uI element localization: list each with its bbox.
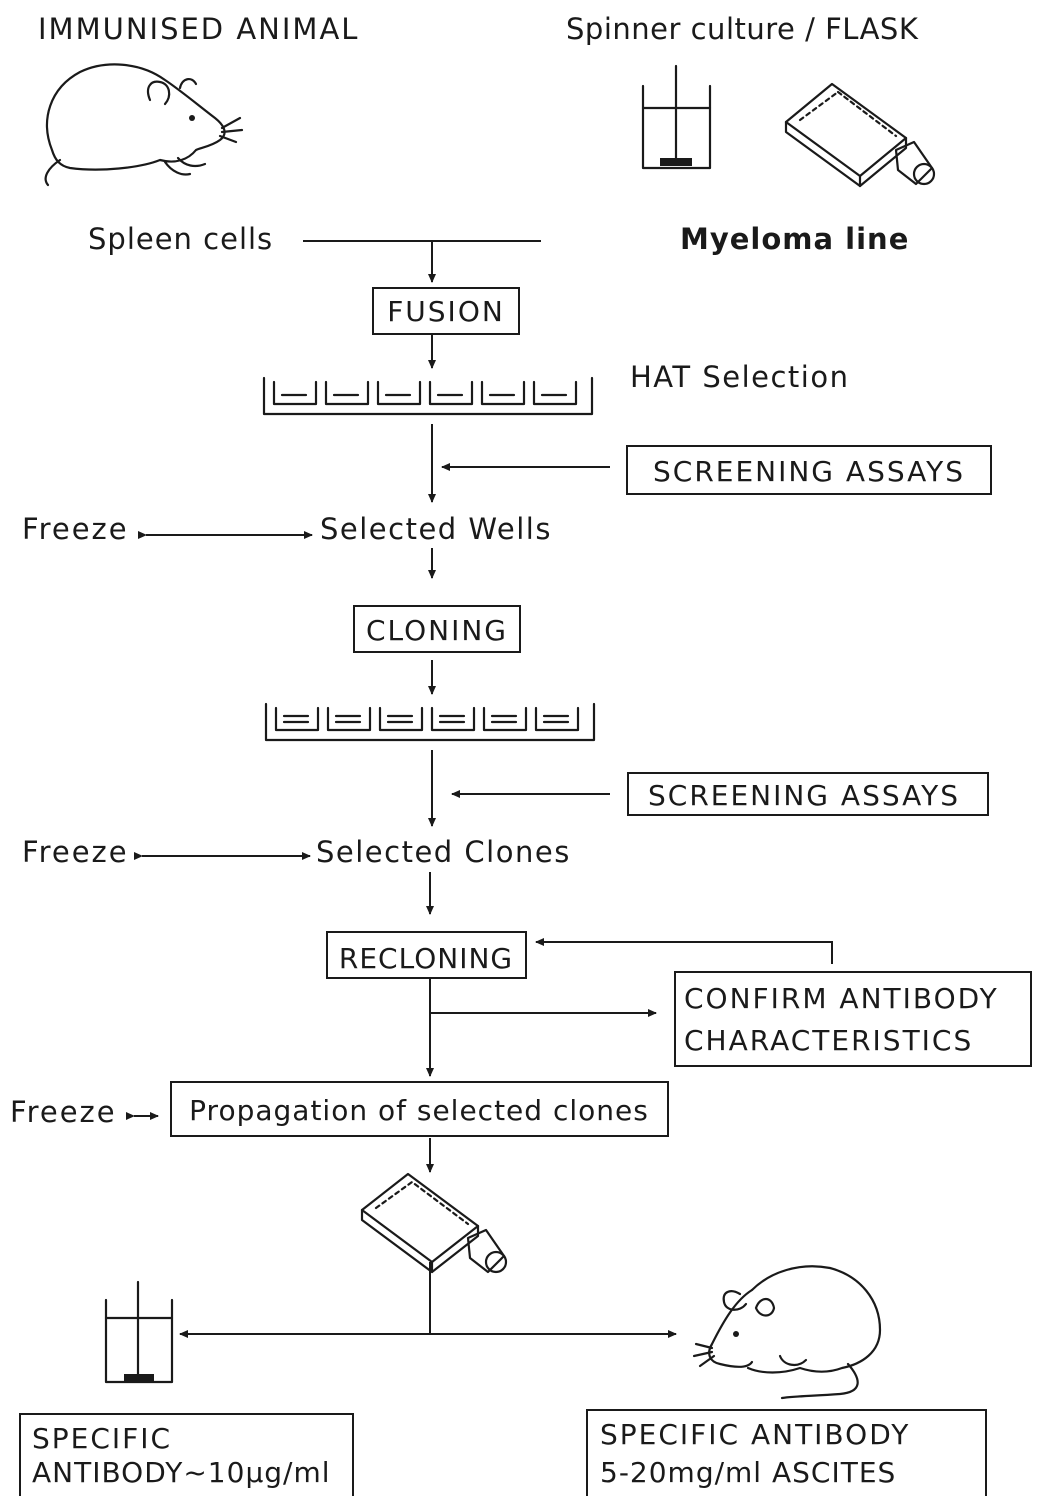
confirm-box bbox=[674, 971, 1032, 1067]
flask-icon bbox=[360, 1172, 508, 1274]
freeze-label-1: Freeze bbox=[22, 512, 129, 546]
immunised-animal-label: IMMUNISED ANIMAL bbox=[38, 12, 359, 46]
screening-label-2: SCREENING ASSAYS bbox=[648, 779, 960, 812]
screening-box-2 bbox=[627, 772, 989, 816]
spinner-culture-icon bbox=[104, 1280, 174, 1384]
reclone-feedback-arrow bbox=[535, 938, 833, 964]
specific-right-line2: 5-20mg/ml ASCITES bbox=[600, 1456, 896, 1489]
screening-label-1: SCREENING ASSAYS bbox=[653, 455, 965, 488]
propagation-label: Propagation of selected clones bbox=[189, 1094, 649, 1127]
spinner-flask-label: Spinner culture / FLASK bbox=[566, 12, 919, 46]
flask-icon bbox=[784, 82, 936, 188]
cloning-label: CLONING bbox=[366, 614, 508, 647]
selected-wells-label: Selected Wells bbox=[320, 512, 552, 546]
confirm-label-line1: CONFIRM ANTIBODY bbox=[684, 982, 999, 1015]
propagation-box bbox=[170, 1081, 669, 1137]
recloning-label: RECLONING bbox=[339, 942, 513, 975]
spinner-culture-icon bbox=[641, 64, 712, 170]
spleen-cells-label: Spleen cells bbox=[88, 222, 273, 256]
selected-clones-label: Selected Clones bbox=[316, 835, 571, 869]
mouse-ascites-icon bbox=[692, 1265, 882, 1400]
fusion-label: FUSION bbox=[387, 295, 505, 328]
recloning-box bbox=[326, 931, 527, 979]
confirm-label-line2: CHARACTERISTICS bbox=[684, 1024, 973, 1057]
fusion-box bbox=[372, 287, 520, 335]
screening-box-1 bbox=[626, 445, 992, 495]
specific-right-line1: SPECIFIC ANTIBODY bbox=[600, 1418, 910, 1451]
mouse-icon bbox=[44, 63, 244, 187]
myeloma-line-label: Myeloma line bbox=[680, 222, 909, 256]
specific-left-line1: SPECIFIC bbox=[32, 1422, 172, 1455]
cloning-box bbox=[353, 605, 521, 653]
well-plate-icon bbox=[262, 376, 594, 416]
well-plate-icon bbox=[264, 702, 596, 742]
freeze-label-2: Freeze bbox=[22, 835, 129, 869]
specific-antibody-right-box bbox=[586, 1409, 987, 1496]
hat-selection-label: HAT Selection bbox=[630, 360, 849, 394]
specific-left-line2: ANTIBODY~10µg/ml bbox=[32, 1456, 331, 1489]
freeze-label-3: Freeze bbox=[10, 1095, 117, 1129]
specific-antibody-left-box bbox=[19, 1413, 354, 1496]
